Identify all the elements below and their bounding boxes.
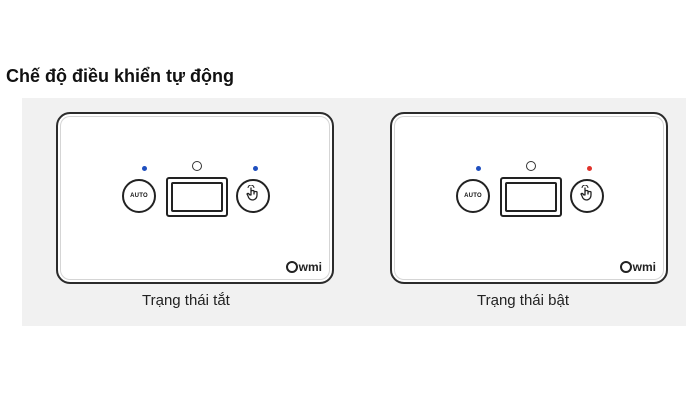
rocker-switch[interactable] [500, 177, 562, 217]
illustration-area: AUTO wmi Trạng thái tắt AUTO [22, 98, 686, 326]
indicator-light [526, 161, 536, 171]
brand-logo: wmi [285, 260, 322, 274]
rocker-switch-plate [505, 182, 557, 212]
touch-button[interactable] [236, 179, 270, 213]
indicator-light [192, 161, 202, 171]
hand-touch-icon [244, 184, 262, 208]
caption-on-state: Trạng thái bật [477, 292, 569, 309]
switch-panel-off: AUTO wmi [56, 112, 334, 284]
brand-logo-text: wmi [632, 260, 656, 274]
status-led-right [587, 166, 592, 171]
status-led-left [142, 166, 147, 171]
switch-panel-on: AUTO wmi [390, 112, 668, 284]
status-led-left [476, 166, 481, 171]
auto-button[interactable]: AUTO [122, 179, 156, 213]
caption-off-state: Trạng thái tắt [142, 292, 230, 309]
touch-button[interactable] [570, 179, 604, 213]
page-title: Chế độ điều khiển tự động [6, 66, 235, 86]
brand-logo: wmi [619, 260, 656, 274]
brand-logo-mark [619, 261, 632, 273]
rocker-switch-plate [171, 182, 223, 212]
rocker-switch[interactable] [166, 177, 228, 217]
auto-button-label: AUTO [464, 193, 482, 199]
status-led-right [253, 166, 258, 171]
hand-touch-icon [578, 184, 596, 208]
brand-logo-mark [285, 261, 298, 273]
auto-button[interactable]: AUTO [456, 179, 490, 213]
auto-button-label: AUTO [130, 193, 148, 199]
brand-logo-text: wmi [298, 260, 322, 274]
